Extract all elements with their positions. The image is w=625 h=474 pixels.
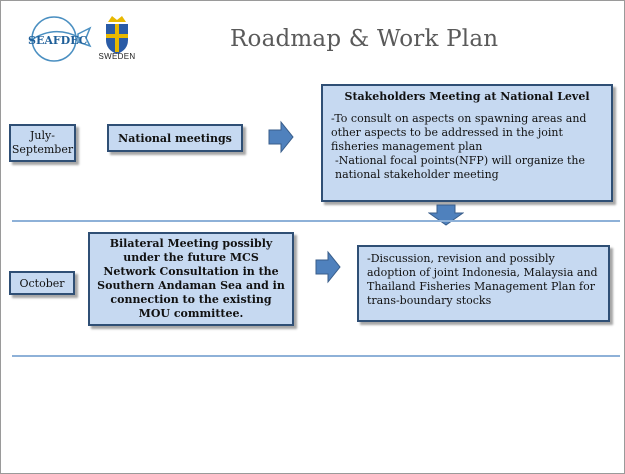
down-arrow-icon	[428, 204, 464, 226]
detail-line: -Discussion, revision and possibly adopt…	[367, 252, 598, 307]
slide-title: Roadmap & Work Plan	[230, 26, 499, 52]
right-arrow-icon	[268, 120, 294, 154]
detail-line: -To consult on aspects on spawning areas…	[331, 112, 587, 153]
seafdec-logo-text: SEAFDEC	[28, 34, 88, 47]
seafdec-logo-icon: SEAFDEC	[28, 16, 92, 62]
divider	[12, 355, 620, 357]
sweden-logo-text: SWEDEN	[98, 52, 136, 61]
divider	[12, 220, 620, 222]
right-arrow-icon	[315, 250, 341, 284]
detail-fisheries-plan: -Discussion, revision and possibly adopt…	[357, 245, 610, 322]
period-july-september: July- September	[9, 124, 76, 162]
activity-bilateral-meeting: Bilateral Meeting possibly under the fut…	[88, 232, 294, 326]
activity-national-meetings: National meetings	[107, 124, 243, 152]
crown-shield-icon	[106, 16, 128, 54]
detail-stakeholders-meeting: Stakeholders Meeting at National Level -…	[321, 84, 613, 202]
detail-line: -National focal points(NFP) will organiz…	[335, 154, 585, 181]
period-october: October	[9, 271, 75, 295]
detail-title: Stakeholders Meeting at National Level	[344, 90, 590, 103]
